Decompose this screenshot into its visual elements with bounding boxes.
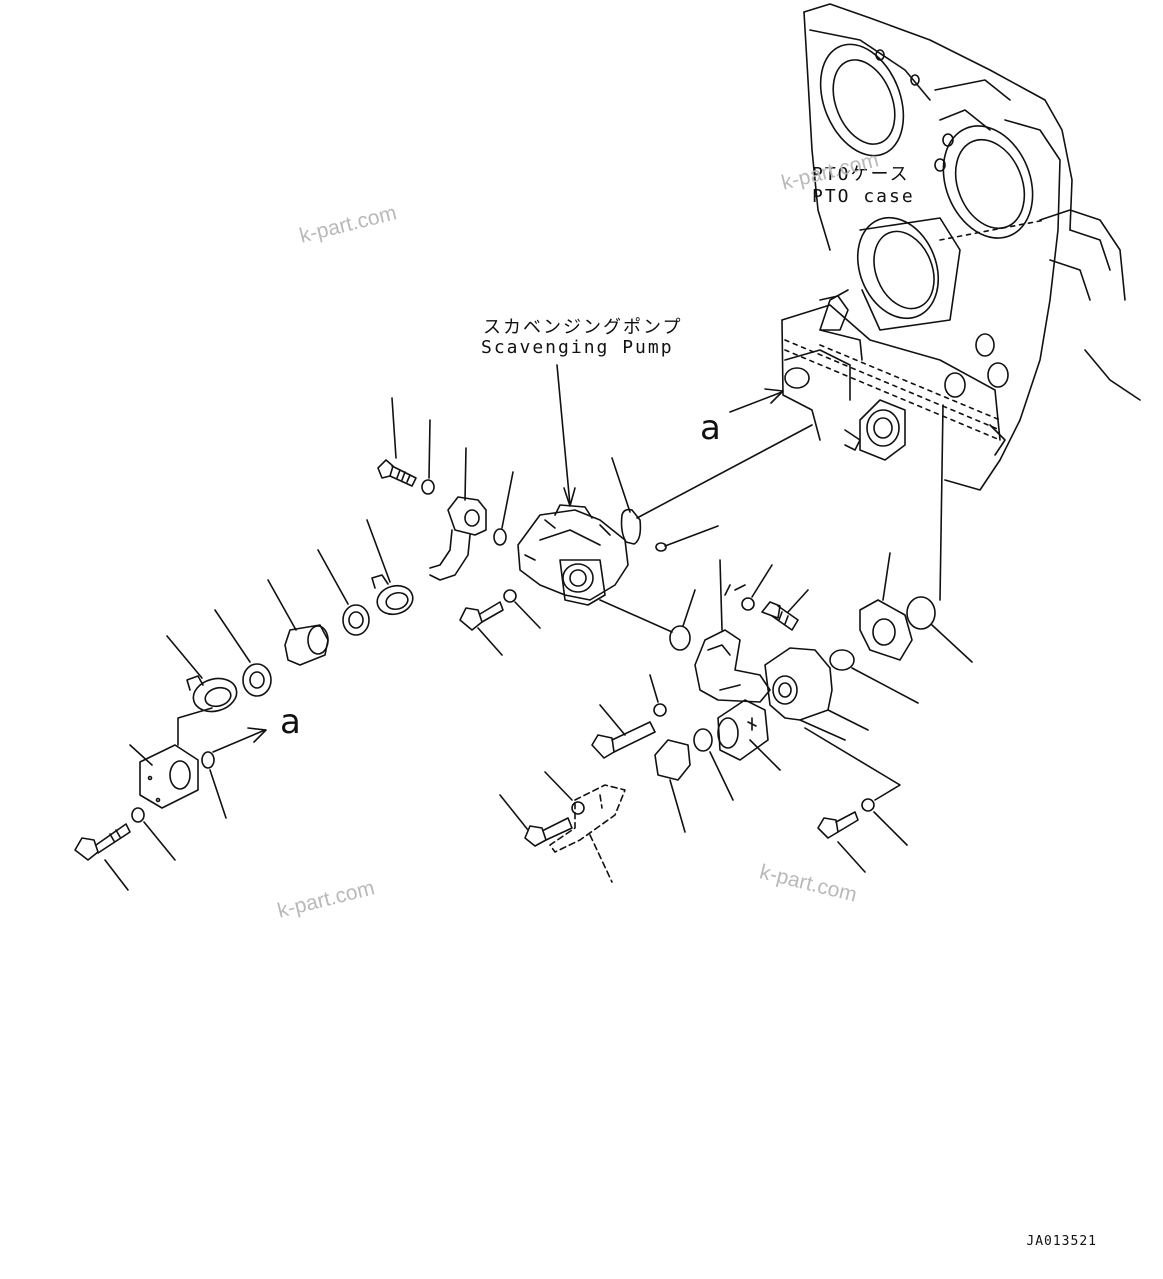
- washer-7: [861, 798, 908, 846]
- bracket: [549, 784, 626, 883]
- flange-gasket: [859, 552, 913, 661]
- view-a-upper-arrow: [729, 388, 784, 413]
- nut-1: [317, 549, 370, 636]
- o-ring-1: [493, 471, 514, 546]
- o-ring-4: [829, 649, 919, 704]
- o-ring-2: [201, 751, 227, 819]
- bolt-1: [377, 397, 417, 487]
- pto-case-dash-lines: [784, 219, 1046, 441]
- bolt-7: [817, 811, 866, 873]
- pto-case-housing: [781, 3, 1141, 491]
- washer-6: [544, 771, 585, 815]
- washer-4: [741, 564, 773, 611]
- view-a-upper-label: a: [700, 408, 721, 448]
- bolt-6: [499, 794, 573, 847]
- pump-label-en: Scavenging Pump: [481, 337, 674, 358]
- pump-leader: [556, 364, 576, 507]
- outlet-housing: [764, 647, 901, 801]
- nut-2: [214, 609, 272, 697]
- sleeve: [267, 579, 329, 666]
- washer-1: [421, 419, 435, 495]
- pto-case-label-jp: PTOケース: [812, 164, 910, 185]
- bolt-2: [74, 823, 131, 891]
- drawing-code: JA013521: [1026, 1234, 1097, 1249]
- scavenging-pump: [517, 504, 629, 606]
- clamp-2: [166, 635, 238, 713]
- bolt-3: [459, 601, 504, 656]
- cover-plate: [654, 739, 691, 833]
- flange-plate: [129, 707, 213, 809]
- thermostat: [717, 699, 781, 771]
- washer-5: [649, 674, 667, 717]
- view-a-lower-label: a: [280, 702, 301, 742]
- o-ring-3: [599, 589, 696, 651]
- bolt-5: [591, 704, 656, 759]
- view-a-lower-arrow: [212, 727, 267, 753]
- pump-gasket: [611, 424, 813, 545]
- clamp-1: [366, 519, 414, 616]
- o-ring-5: [906, 404, 973, 663]
- elbow-pipe: [694, 559, 771, 703]
- pump-label-jp: スカベンジングポンプ: [483, 317, 683, 338]
- o-ring-6: [693, 728, 734, 801]
- elbow-hose: [429, 447, 487, 581]
- pin: [655, 525, 719, 552]
- bolt-4: [761, 589, 809, 631]
- washer-3: [503, 589, 541, 629]
- washer-2: [131, 807, 176, 861]
- pto-case-label-en: PTO case: [812, 186, 915, 207]
